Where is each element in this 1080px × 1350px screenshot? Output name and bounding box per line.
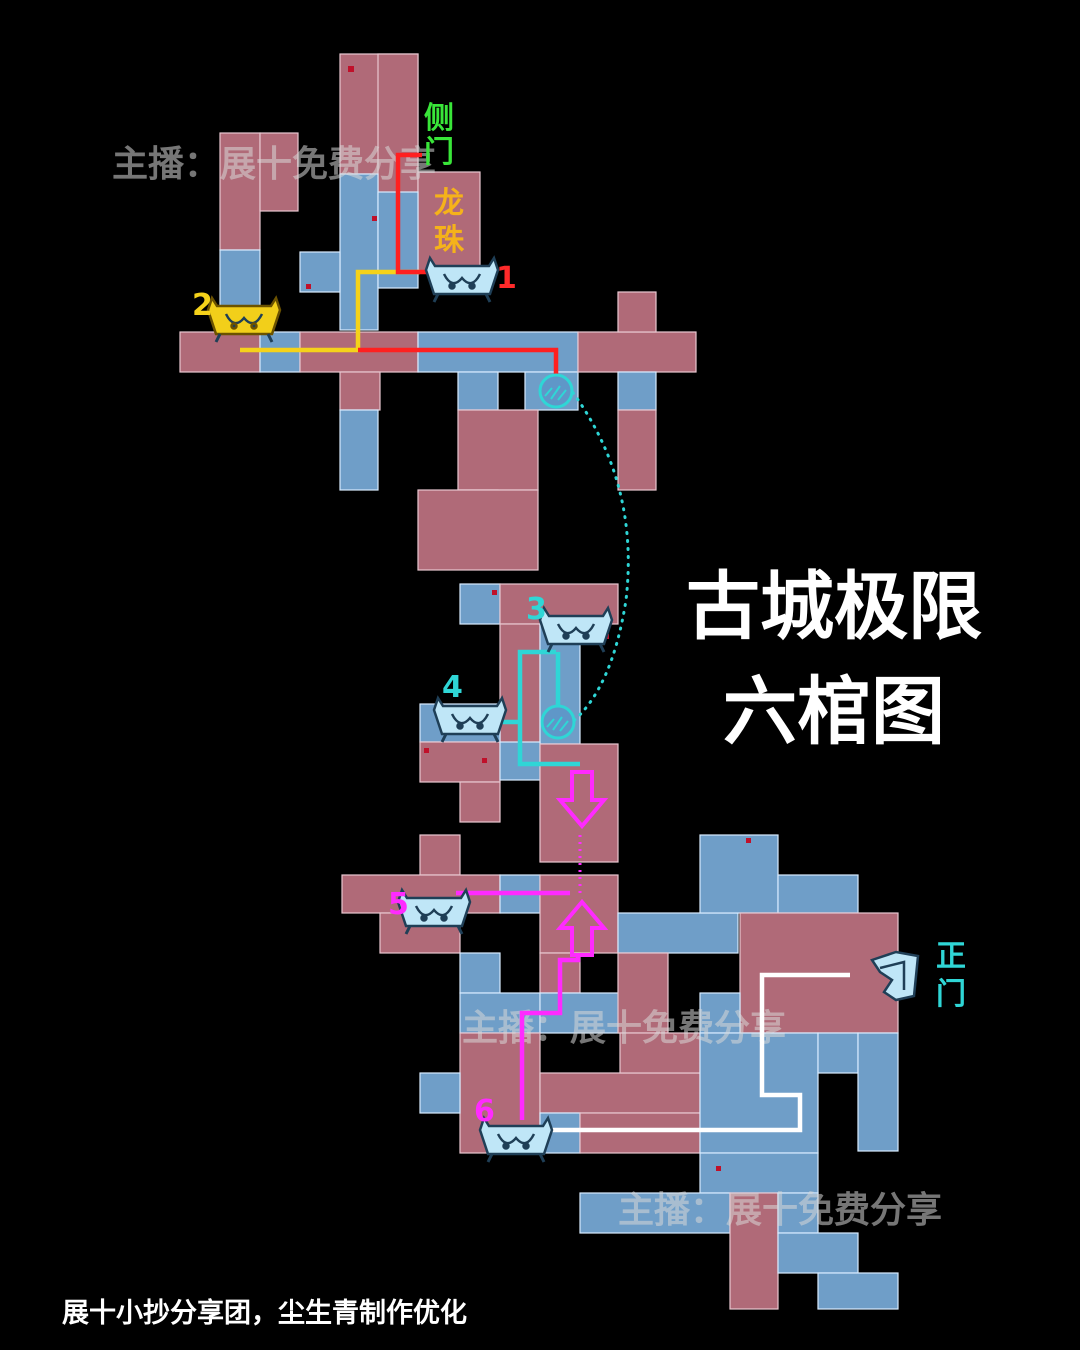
coffin-number: 6 (474, 1094, 495, 1129)
coffin-number: 4 (442, 670, 463, 705)
coffin-number: 3 (526, 592, 547, 627)
watermark: 主播：展十免费分享 (618, 1190, 942, 1231)
credit-text: 展十小抄分享团，尘生青制作优化 (62, 1297, 467, 1329)
side-gate-label: 侧 (424, 101, 454, 136)
main-gate-label: 正 (936, 939, 966, 974)
watermark: 主播：展十免费分享 (112, 144, 436, 185)
routes (240, 152, 850, 1133)
up-arrow-icon (555, 898, 609, 957)
main-gate-label: 门 (936, 977, 966, 1012)
rooms-bottom (341, 834, 899, 1310)
dragon-pearl-label: 龙 (434, 186, 464, 221)
exit-door-icon (870, 950, 920, 1002)
down-arrow-icon (555, 770, 609, 830)
side-gate-label: 门 (424, 135, 454, 170)
coffin-number: 1 (496, 261, 517, 296)
watermark: 主播：展十免费分享 (462, 1008, 786, 1049)
dragon-pearl-label: 珠 (434, 223, 465, 258)
map-title: 古城极限 (686, 564, 982, 650)
map-subtitle: 六棺图 (723, 669, 945, 755)
coffin-number: 5 (388, 887, 409, 922)
coffin-number: 2 (192, 288, 213, 323)
stairs-circle-icon (538, 373, 574, 409)
stairs-circle-icon (540, 704, 576, 740)
